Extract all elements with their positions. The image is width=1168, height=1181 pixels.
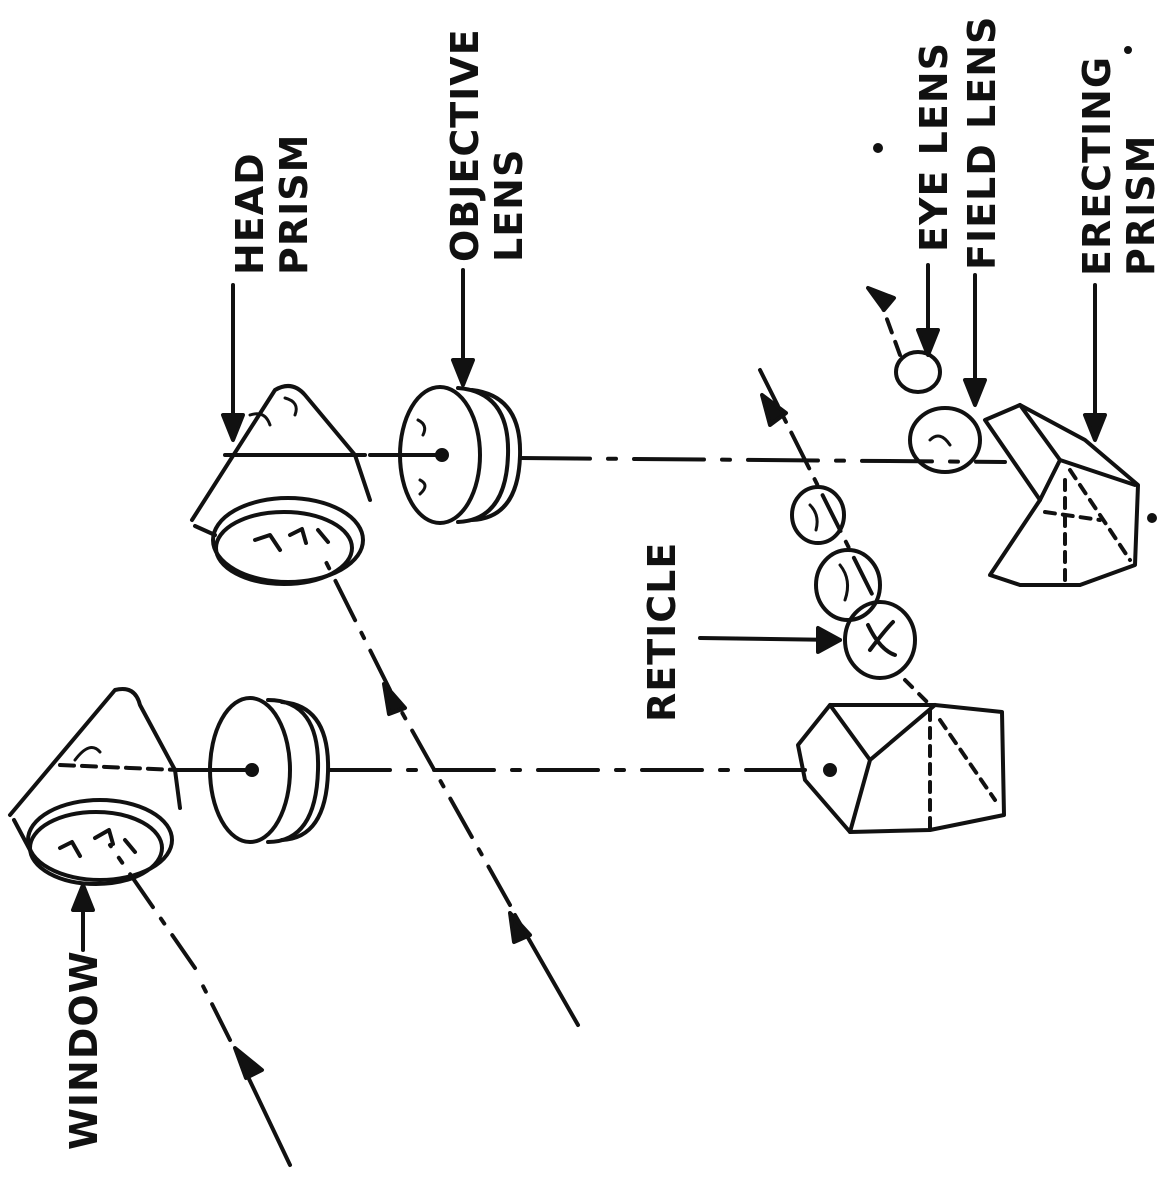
upper-objective-lens (370, 387, 520, 523)
arrowhead (235, 1048, 262, 1078)
upper-erecting-prism (985, 405, 1138, 585)
label-window: WINDOW (62, 950, 106, 1150)
label-field-lens: FIELD LENS (960, 16, 1004, 270)
upper-optical-axis (520, 458, 1005, 462)
arrowhead (868, 288, 894, 310)
incoming-ray-upper (325, 560, 578, 1025)
arrowhead (818, 628, 840, 652)
lower-erecting-prism (798, 705, 1004, 832)
arrowhead (384, 684, 405, 714)
reticle-lens-stack (792, 487, 915, 678)
eye-lens (896, 352, 940, 392)
label-eye-lens: EYE LENS (912, 42, 956, 252)
label-reticle: RETICLE (640, 542, 684, 722)
arrowhead (510, 913, 530, 942)
reticle-ray-stub (905, 680, 930, 705)
lower-head-prism (10, 689, 180, 850)
field-lens (910, 408, 980, 472)
window-element (28, 800, 172, 884)
incoming-ray-lower (110, 845, 290, 1165)
upper-window-ellipse (213, 498, 363, 584)
lower-objective-lens (175, 698, 328, 842)
